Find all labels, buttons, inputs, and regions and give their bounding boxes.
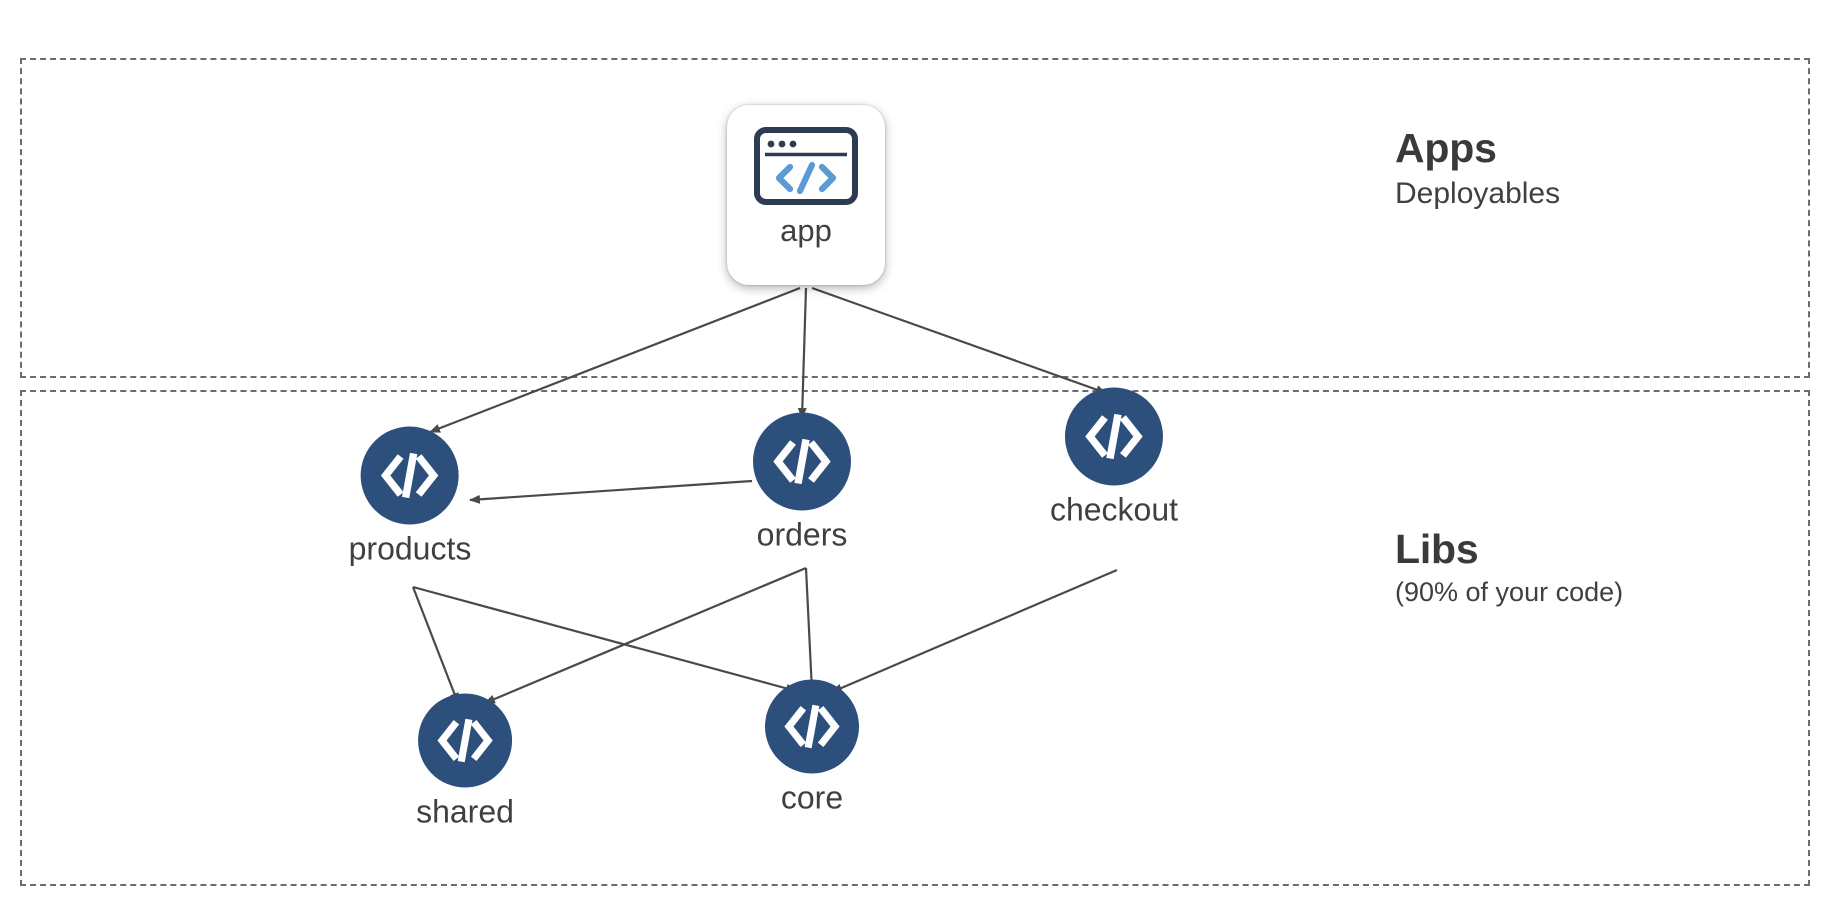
node-label-shared: shared — [416, 793, 514, 830]
section-subtitle-libs: (90% of your code) — [1395, 577, 1624, 608]
lib-circle-checkout[interactable] — [1064, 387, 1163, 486]
section-box-apps — [20, 58, 1810, 378]
node-label-core: core — [780, 779, 844, 816]
app-card[interactable]: app — [727, 105, 885, 285]
lib-circle-products[interactable] — [360, 426, 459, 525]
node-checkout[interactable]: checkout — [1049, 387, 1179, 529]
section-caption-libs: Libs (90% of your code) — [1395, 525, 1623, 609]
code-icon — [379, 450, 441, 502]
code-icon — [1083, 411, 1145, 463]
node-label-orders: orders — [756, 516, 848, 553]
lib-circle-orders[interactable] — [753, 412, 851, 511]
section-title-libs: Libs — [1395, 526, 1479, 572]
node-orders[interactable]: orders — [753, 412, 851, 554]
code-icon — [771, 436, 833, 488]
section-subtitle-apps: Deployables — [1395, 177, 1561, 211]
code-icon — [435, 716, 495, 766]
code-icon — [782, 702, 842, 752]
lib-circle-core[interactable] — [765, 679, 859, 774]
lib-circle-shared[interactable] — [418, 693, 512, 788]
node-shared[interactable]: shared — [416, 693, 514, 831]
section-caption-apps: Apps Deployables — [1395, 124, 1560, 212]
node-app[interactable]: app — [727, 105, 885, 285]
node-label-products: products — [348, 530, 472, 567]
browser-code-icon — [754, 127, 858, 205]
node-core[interactable]: core — [765, 679, 859, 817]
node-label-app: app — [780, 213, 832, 248]
node-products[interactable]: products — [348, 426, 472, 568]
section-title-apps: Apps — [1395, 125, 1497, 171]
section-box-libs — [20, 390, 1810, 886]
node-label-checkout: checkout — [1049, 491, 1179, 528]
